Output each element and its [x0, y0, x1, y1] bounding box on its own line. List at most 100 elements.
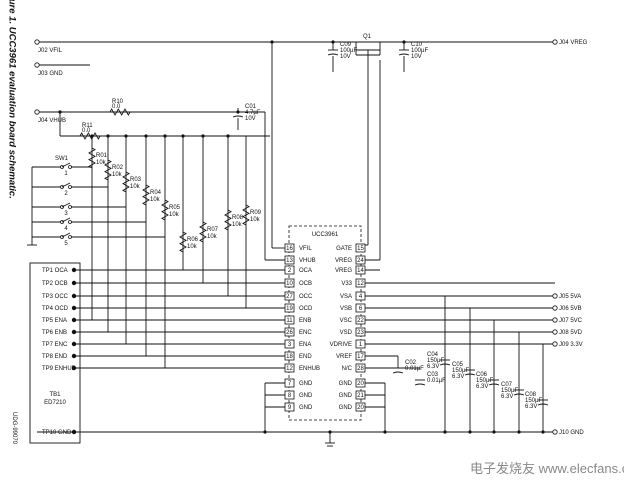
ic-right-pin-number: 23 — [357, 330, 364, 336]
capacitor-c06-voltage: 6.3V — [476, 384, 488, 390]
testpoint-label: TP4 OCD — [42, 306, 69, 312]
testpoint-label: TP2 OCB — [42, 281, 68, 287]
capacitor-c07-value: 150µF — [501, 388, 518, 394]
jack-terminal — [34, 62, 40, 68]
testpoint-label: TP6 ENB — [42, 330, 67, 336]
resistor-r03 — [122, 171, 130, 193]
ic-left-pin-number: 13 — [286, 258, 293, 264]
switch-lever — [61, 232, 71, 238]
ic-right-pin-name: VSC — [340, 318, 353, 324]
ic-left-pin-name: OCA — [299, 268, 312, 274]
resistor-r06-value: 10k — [187, 244, 198, 250]
capacitor-c10-plate-bottom — [398, 53, 410, 56]
resistor-r07 — [199, 221, 207, 243]
q1-label: Q1 — [363, 34, 372, 40]
ic-right-pin-name: GND — [339, 405, 353, 411]
ic-right-pin-box — [355, 265, 366, 275]
resistor-r08 — [224, 209, 232, 231]
ic-left-pin-number: 12 — [286, 366, 293, 372]
ic-right-pin-number: 12 — [357, 281, 364, 287]
testpoint-dot — [71, 329, 77, 335]
ic-left-pin-box — [284, 278, 295, 288]
testpoint-dot — [71, 365, 77, 371]
ic-right-pin-box — [355, 327, 366, 337]
ic-left-pin-box — [284, 402, 295, 412]
ic-right-pin-name: V33 — [341, 281, 352, 287]
jack-terminal — [552, 317, 558, 323]
junction-dot — [236, 110, 240, 114]
capacitor-c01-ref: C01 — [245, 104, 257, 110]
ic-right-pin-name: VREG — [335, 258, 352, 264]
junction-dot — [270, 40, 274, 44]
ic-right-pin-box — [355, 351, 366, 361]
resistor-r02-ref: R02 — [112, 165, 124, 171]
ic-right-pin-box — [355, 378, 366, 388]
testpoint-label: TP9 ENHUB — [42, 366, 76, 372]
jack-terminal — [34, 109, 40, 115]
terminal-block-name: TB1 — [49, 392, 61, 398]
ic-left-pin-box — [284, 291, 295, 301]
resistor-r01-ref: R01 — [96, 153, 108, 159]
ic-left-pin-box — [284, 243, 295, 253]
jack-label: J09 3.3V — [559, 342, 583, 348]
junction-dot — [201, 134, 205, 138]
junction-dot — [226, 134, 230, 138]
jack-terminal — [552, 329, 558, 335]
capacitor-c04-ref: C04 — [427, 352, 439, 358]
testpoint-dot — [71, 353, 77, 359]
capacitor-c08-voltage: 6.3V — [525, 404, 537, 410]
jack-terminal — [552, 293, 558, 299]
jack-label: J10 GND — [559, 430, 584, 436]
capacitor-c02-plate-bottom — [392, 371, 404, 374]
ic-left-pin-name: ENC — [299, 330, 312, 336]
jack-label: J04 VREG — [559, 40, 588, 46]
ic-left-pin-number: 8 — [288, 393, 292, 399]
capacitor-c05-value: 150µF — [452, 368, 469, 374]
ic-left-pin-number: 2 — [288, 268, 292, 274]
jack-terminal — [552, 429, 558, 435]
ic-left-pin-box — [284, 390, 295, 400]
testpoint-dot — [71, 305, 77, 311]
ic-left-pin-name: END — [299, 354, 312, 360]
capacitor-c06-plate-bottom — [488, 383, 500, 386]
capacitor-c09-value: 100µF — [340, 48, 357, 54]
ic-left-pin-box — [284, 351, 295, 361]
junction-dot — [331, 40, 335, 44]
capacitor-c04-plate-bottom — [439, 363, 451, 366]
ic-right-pin-box — [355, 278, 366, 288]
ic-right-pin-name: N/C — [342, 366, 353, 372]
ic-right-pin-number: 1 — [359, 342, 363, 348]
ic-right-pin-name: VSD — [340, 330, 353, 336]
ic-right-pin-number: 15 — [357, 246, 364, 252]
ic-left-pin-name: ENA — [299, 342, 311, 348]
ic-left-pin-box — [284, 327, 295, 337]
resistor-r08-ref: R08 — [232, 215, 244, 221]
ic-right-pin-name: VDRIVE — [330, 342, 352, 348]
resistor-r06-ref: R06 — [187, 237, 199, 243]
resistor-r11 — [79, 132, 101, 140]
junction-dot — [263, 430, 267, 434]
junction-dot — [443, 430, 447, 434]
junction-dot — [468, 430, 472, 434]
capacitor-c07-ref: C07 — [501, 382, 513, 388]
ic-right-pin-name: GND — [339, 381, 353, 387]
ic-left-pin-number: 27 — [286, 294, 293, 300]
resistor-r07-value: 10k — [207, 234, 218, 240]
jack-label: J06 5VB — [559, 306, 582, 312]
testpoint-label: TP10 GND — [42, 430, 72, 436]
ic-left-pin-name: ENHUB — [299, 366, 320, 372]
junction-dot — [328, 430, 332, 434]
capacitor-c02-value: 0.01µF — [405, 366, 424, 372]
jack-terminal — [34, 39, 40, 45]
capacitor-c03-ref: C03 — [427, 372, 439, 378]
testpoint-dot — [71, 429, 77, 435]
ic-left-pin-name: GND — [299, 393, 313, 399]
jack-label: J02 VFIL — [38, 48, 63, 54]
capacitor-c05-plate-bottom — [464, 373, 476, 376]
junction-dot — [492, 430, 496, 434]
testpoint-dot — [71, 267, 77, 273]
capacitor-c07-plate-bottom — [513, 393, 525, 396]
ic-left-pin-name: OCB — [299, 281, 312, 287]
ic-right-pin-number: 21 — [357, 393, 364, 399]
capacitor-c10-value: 100µF — [411, 48, 428, 54]
